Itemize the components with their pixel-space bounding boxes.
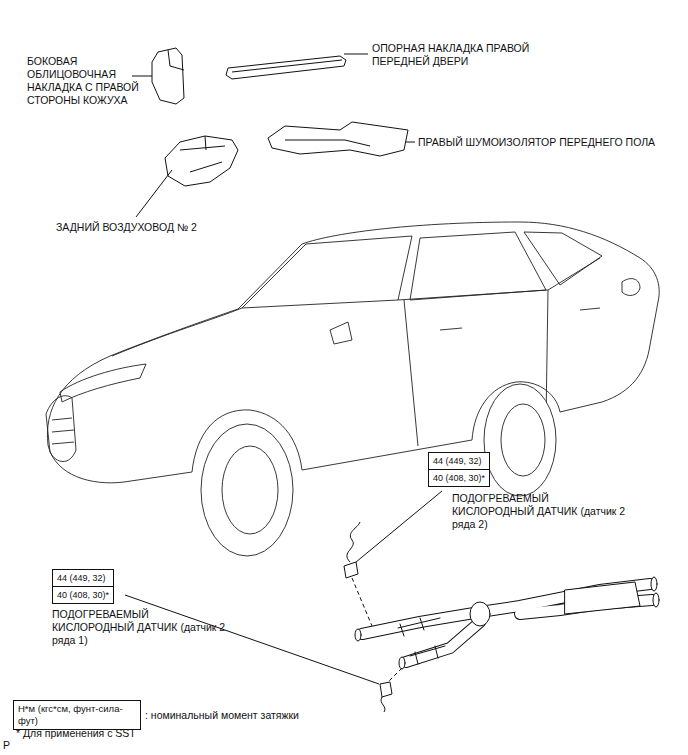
- leader-line: [406, 142, 415, 143]
- floor-silencer: [268, 122, 408, 156]
- torque-box: 44 (449, 32)40 (408, 30)*: [428, 452, 490, 487]
- torque-value: 44 (449, 32): [53, 570, 113, 586]
- part-label: ПРАВЫЙ ШУМОИЗОЛЯТОР ПЕРЕДНЕГО ПОЛА: [418, 136, 655, 149]
- leader-line: [344, 54, 368, 55]
- oxygen-sensor: [344, 522, 372, 626]
- leader-line: [356, 491, 442, 562]
- oxygen-sensor: [380, 668, 402, 712]
- scuff-plate: [226, 56, 346, 79]
- part-label: ПОДОГРЕВАЕМЫЙ КИСЛОРОДНЫЙ ДАТЧИК (датчик…: [452, 492, 632, 531]
- part-label: ПОДОГРЕВАЕМЫЙ КИСЛОРОДНЫЙ ДАТЧИК (датчик…: [52, 608, 232, 647]
- part-label: : номинальный момент затяжки: [145, 709, 299, 722]
- air-duct: [165, 136, 238, 186]
- part-label: ОПОРНАЯ НАКЛАДКА ПРАВОЙ ПЕРЕДНЕЙ ДВЕРИ: [372, 42, 532, 68]
- leader-line: [136, 170, 172, 217]
- torque-value: 40 (408, 30)*: [429, 469, 489, 486]
- side-trim: [152, 48, 184, 104]
- leader-line: [125, 595, 379, 684]
- part-label: P: [3, 739, 10, 752]
- unit-text: Н*м (кгс*см, фунт-сила-фут): [14, 701, 140, 729]
- car-outline: [46, 222, 659, 556]
- torque-box: 44 (449, 32)40 (408, 30)*: [52, 569, 114, 604]
- part-label: ЗАДНИЙ ВОЗДУХОВОД № 2: [56, 221, 197, 234]
- torque-value: 40 (408, 30)*: [53, 586, 113, 603]
- part-label: * Для применения с SST: [16, 727, 136, 740]
- legend-box: Н*м (кгс*см, фунт-сила-фут): [13, 700, 141, 730]
- part-label: БОКОВАЯ ОБЛИЦОВОЧНАЯ НАКЛАДКА С ПРАВОЙ С…: [27, 55, 151, 107]
- leader-line: [132, 76, 152, 77]
- torque-value: 44 (449, 32): [429, 453, 489, 469]
- exhaust-pipe: [355, 577, 659, 669]
